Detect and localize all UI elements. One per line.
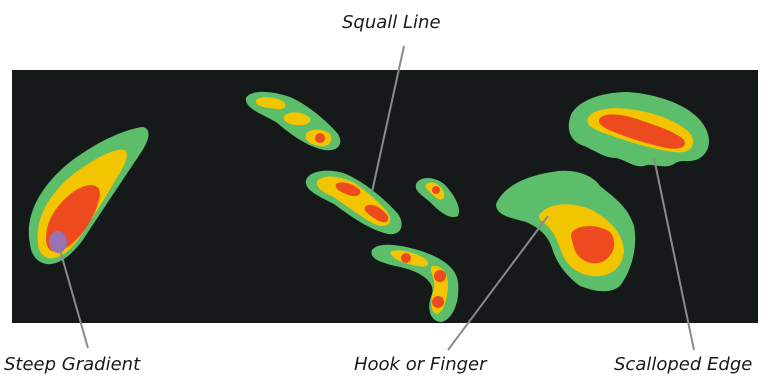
scalloped-edge-cell bbox=[568, 92, 709, 167]
scalloped-edge-label: Scalloped Edge bbox=[614, 354, 753, 375]
small-cell-red bbox=[432, 186, 440, 194]
squall-cell-1-red bbox=[315, 133, 325, 143]
squall-cell-2-red-b bbox=[364, 204, 389, 223]
scalloped-cell-red bbox=[598, 114, 685, 149]
hook-or-finger-leader bbox=[447, 215, 549, 351]
hook-cell-red bbox=[571, 226, 615, 264]
squall-line-cells bbox=[245, 91, 460, 322]
squall-line-label: Squall Line bbox=[342, 12, 441, 33]
squall-cell-3-red-c bbox=[432, 296, 444, 308]
steep-gradient-cell bbox=[28, 127, 149, 265]
squall-cell-3-red-b bbox=[434, 270, 446, 282]
steep-gradient-leader bbox=[59, 249, 89, 349]
cell-magenta-core bbox=[49, 231, 67, 253]
squall-line-leader bbox=[371, 45, 405, 193]
squall-cell-3-red bbox=[401, 253, 411, 263]
hook-or-finger-label: Hook or Finger bbox=[354, 354, 487, 375]
squall-cell-1-yellow bbox=[255, 97, 286, 110]
squall-cell-2-red bbox=[335, 182, 361, 197]
steep-gradient-label: Steep Gradient bbox=[4, 354, 141, 375]
squall-cell-1-yellow-b bbox=[283, 112, 311, 126]
hook-or-finger-cell bbox=[496, 170, 636, 292]
scalloped-edge-leader bbox=[653, 157, 695, 351]
